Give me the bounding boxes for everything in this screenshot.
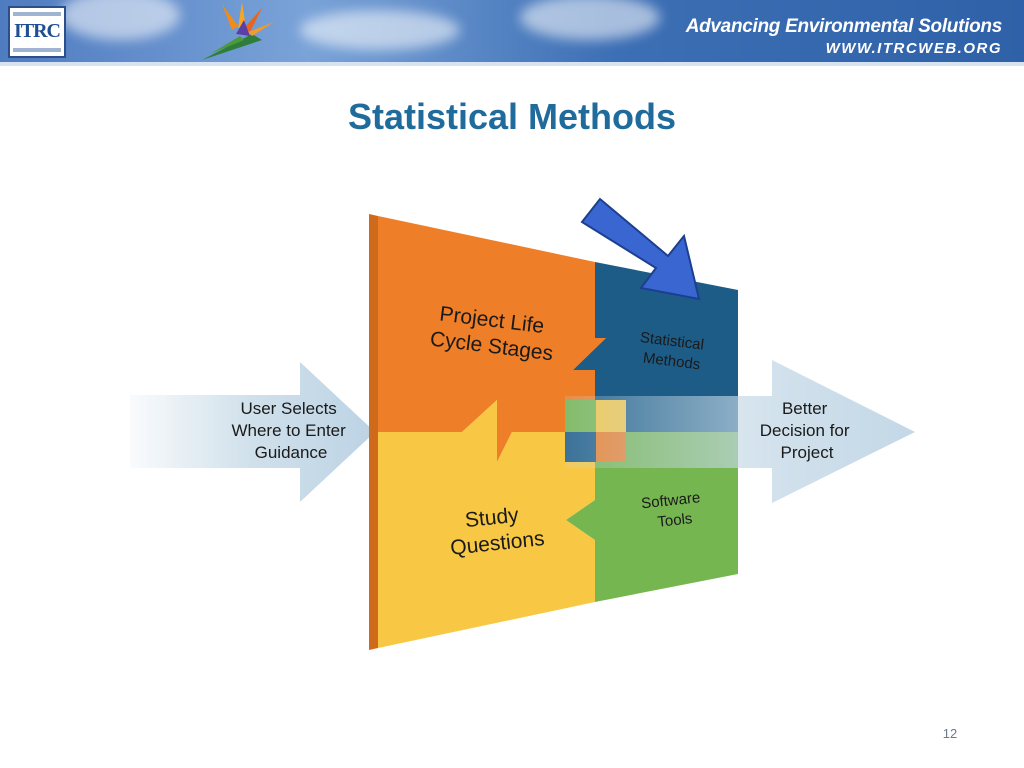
website-url[interactable]: WWW.ITRCWEB.ORG — [825, 40, 1002, 57]
right-arrow-line-1: Better — [782, 399, 828, 418]
pointer-arrow — [580, 197, 701, 301]
right-output-arrow — [565, 360, 915, 503]
board-edge — [369, 214, 378, 650]
itrc-logo: ITRC — [8, 6, 66, 58]
cloud-decoration — [300, 10, 460, 50]
right-arrow-line-3: Project — [781, 443, 834, 462]
statistical-methods-line-2: Methods — [642, 349, 701, 373]
slide-title: Statistical Methods — [347, 96, 677, 137]
left-input-arrow — [130, 362, 375, 502]
cloud-decoration — [60, 0, 180, 40]
cloud-decoration — [520, 0, 660, 40]
left-arrow-line-2: Where to Enter — [231, 421, 346, 440]
header-banner: ITRC Advancing Environmental Solutions W… — [0, 0, 1024, 66]
puzzle-piece-statistical-methods — [573, 262, 738, 432]
puzzle-piece-software-tools — [566, 432, 738, 602]
statistical-methods-label: Statistical Methods — [637, 329, 709, 374]
left-arrow-line-3: Guidance — [255, 443, 328, 462]
puzzle-piece-project-life-cycle — [378, 216, 606, 462]
software-tools-label: Software Tools — [640, 489, 707, 532]
right-arrow-label: Better Decision for Project — [760, 399, 855, 462]
page-number: 12 — [942, 726, 958, 741]
study-questions-line-1: Study — [464, 504, 520, 533]
software-tools-line-2: Tools — [657, 510, 694, 531]
tagline: Advancing Environmental Solutions — [685, 16, 1003, 37]
software-tools-line-1: Software — [640, 489, 701, 512]
puzzle-piece-study-questions — [378, 400, 595, 648]
bird-of-paradise-flower-icon — [202, 2, 274, 60]
left-arrow-line-1: User Selects — [240, 399, 336, 418]
logo-text: ITRC — [13, 20, 61, 42]
left-arrow-label: User Selects Where to Enter Guidance — [231, 399, 350, 462]
right-arrow-line-2: Decision for — [760, 421, 850, 440]
